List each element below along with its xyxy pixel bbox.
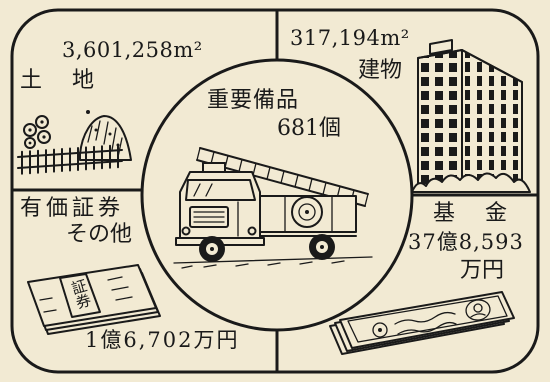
equipment-count: 681個 <box>277 116 341 141</box>
building-label: 建物 <box>358 58 403 83</box>
fund-label: 基 金 <box>433 201 512 226</box>
securities-other-label: その他 <box>66 222 133 247</box>
land-label: 土 地 <box>20 68 99 93</box>
securities-bundle-icon <box>27 264 161 335</box>
building-area-value: 317,194m² <box>290 26 410 50</box>
land-area-value: 3,601,258m² <box>62 38 203 62</box>
center-circle <box>140 58 414 332</box>
diagram-frame <box>10 8 540 374</box>
securities-amount: 1億6,702万円 <box>85 328 240 352</box>
fund-amount: 37億8,593 <box>408 230 524 254</box>
equipment-label: 重要備品 <box>207 88 300 113</box>
securities-label: 有価証券 <box>20 196 125 221</box>
trees-fence-icon <box>17 110 132 175</box>
banknote-stack-icon <box>329 291 515 355</box>
office-building-icon <box>411 39 531 193</box>
fund-amount-unit: 万円 <box>460 258 505 283</box>
ladder-fire-truck-icon <box>173 147 373 269</box>
